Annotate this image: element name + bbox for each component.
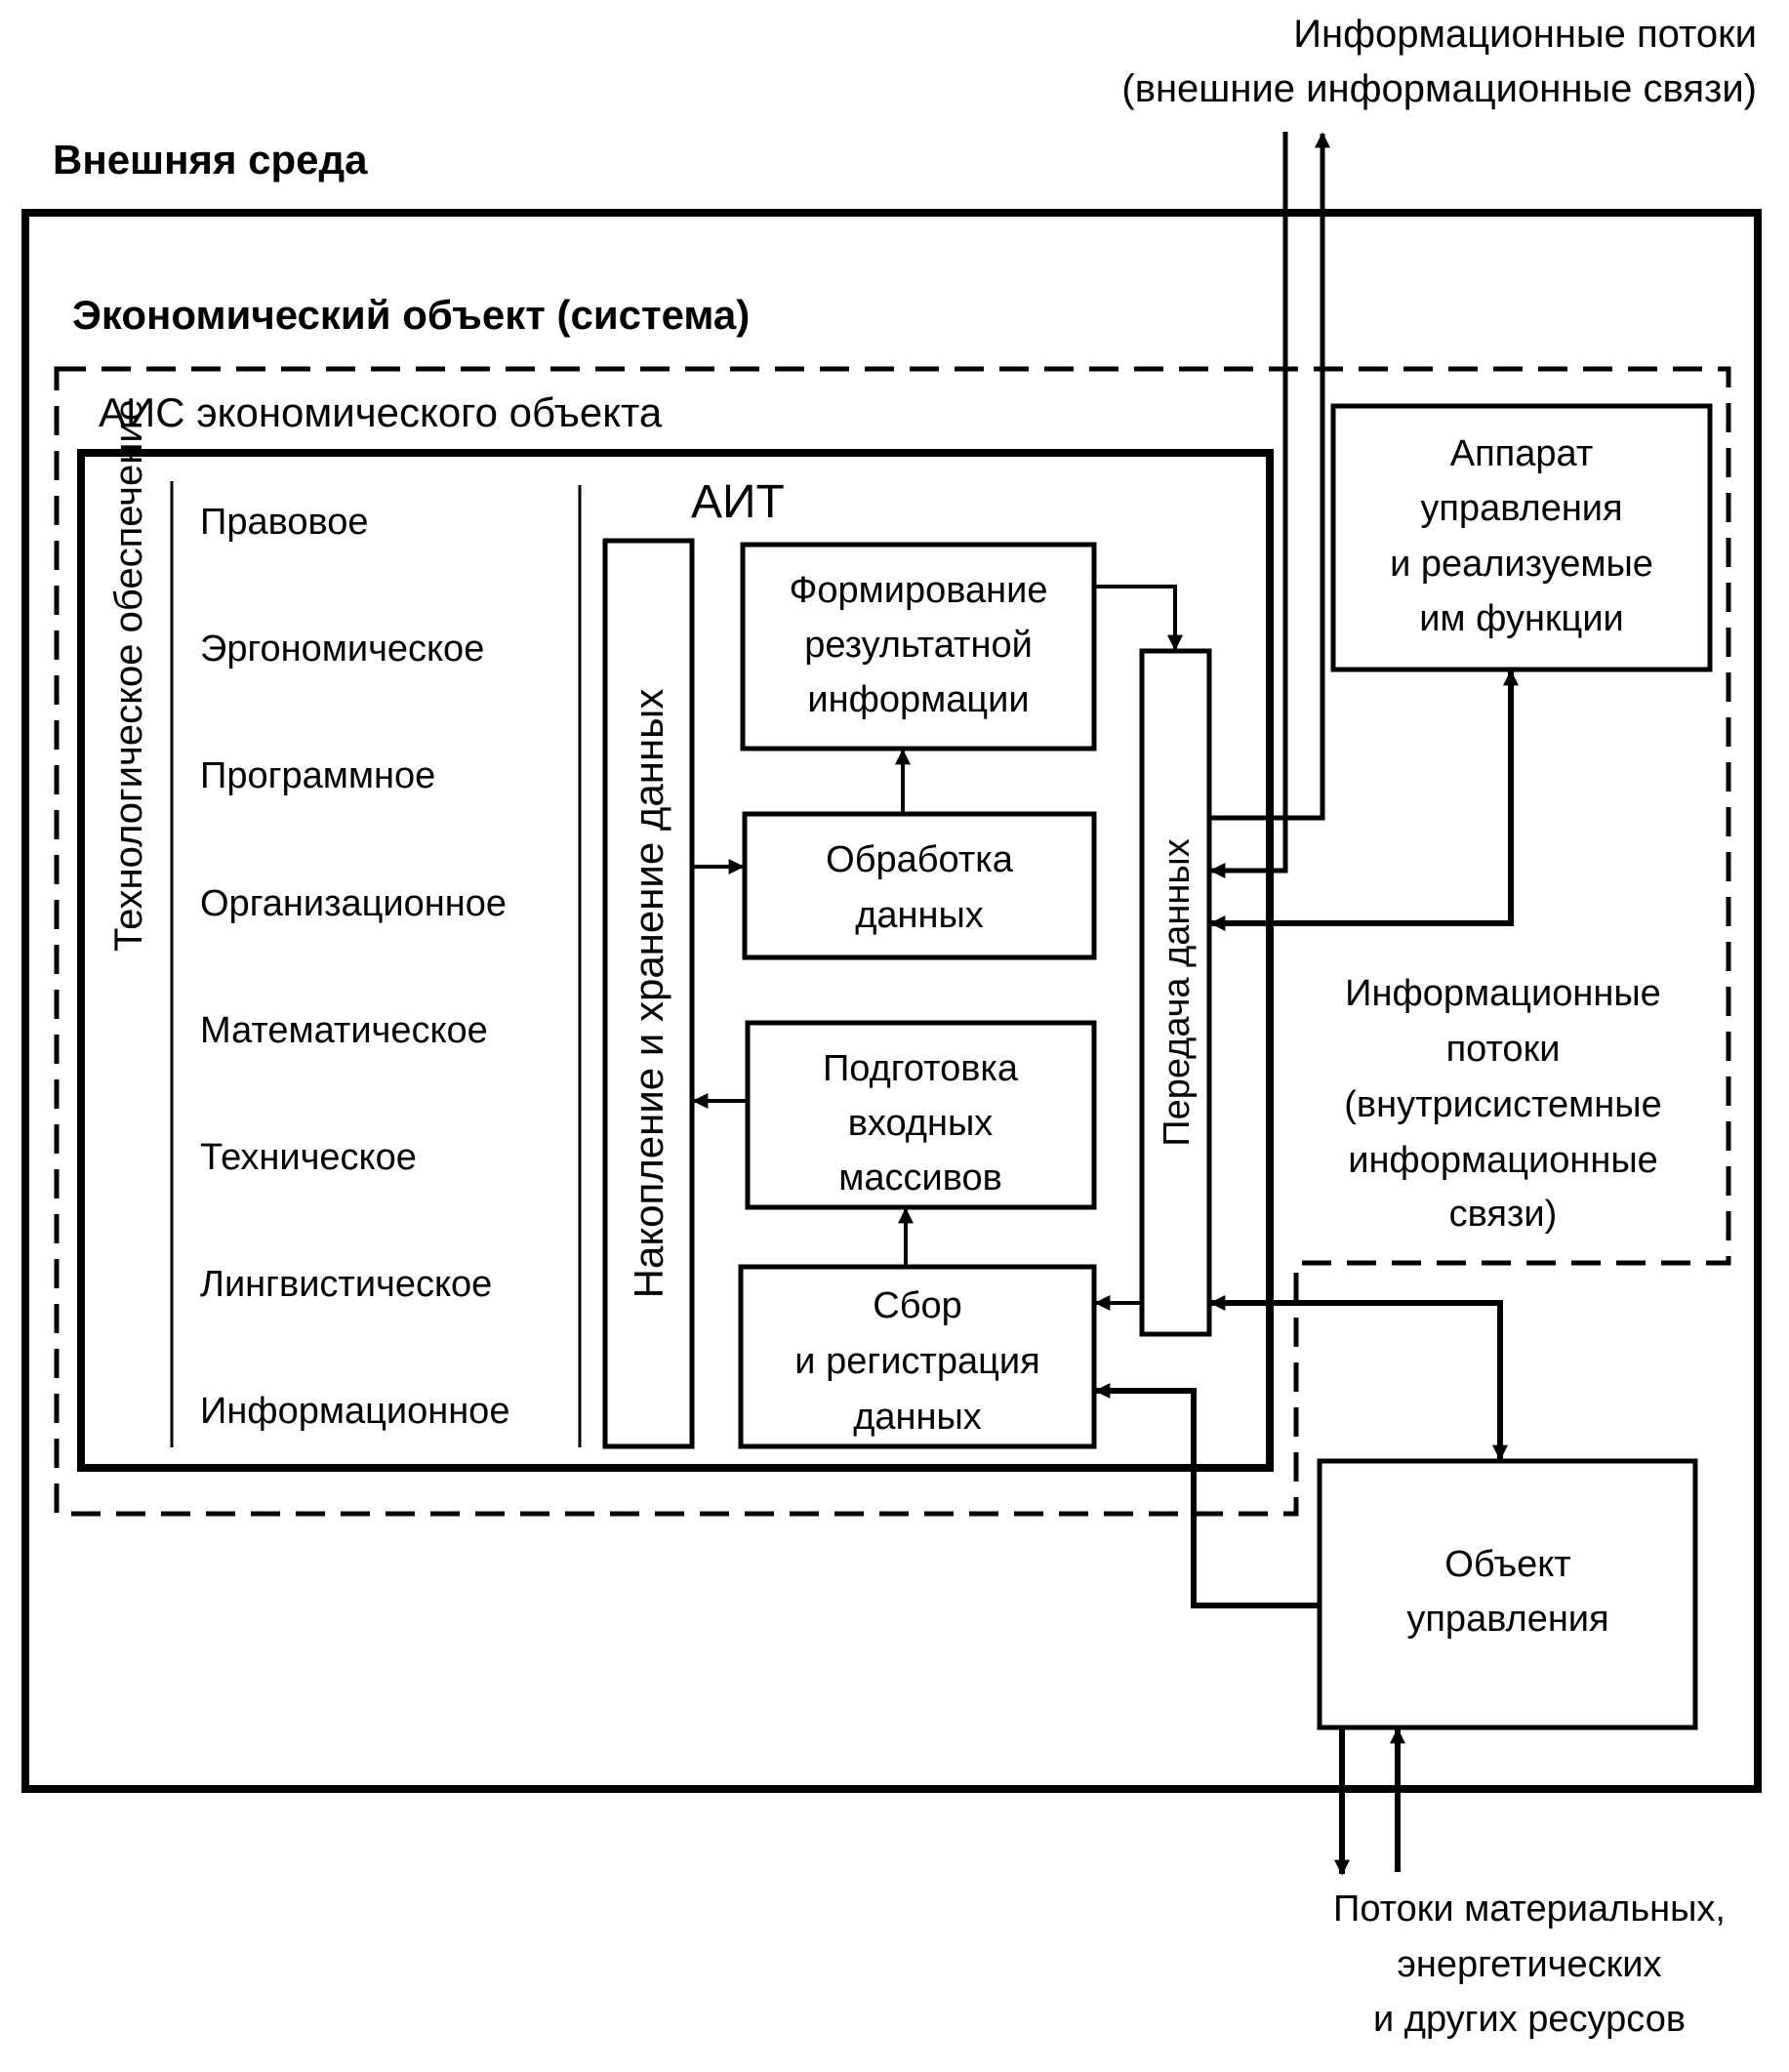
apparatus-label-line4: им функции	[1419, 598, 1624, 639]
arrow-transfer-control-object	[1209, 1295, 1508, 1461]
collection-box	[738, 1264, 1097, 1449]
support-type-item: Информационное	[200, 1391, 509, 1432]
external-flows-label-line1: Информационные потоки	[1293, 13, 1757, 56]
external-environment-label: Внешняя среда	[53, 137, 368, 183]
support-type-item: Организационное	[200, 883, 507, 924]
internal-flows-label-line2: потоки	[1446, 1029, 1561, 1070]
processing-label-line1: Обработка	[826, 839, 1014, 880]
economic-object-label: Экономический объект (система)	[72, 292, 750, 338]
collection-label-line1: Сбор	[873, 1285, 961, 1326]
tech-support-label: Технологическое обеспечение	[107, 399, 150, 952]
arrow-object-to-collection	[1094, 1383, 1320, 1608]
support-types-list: Правовое Эргономическое Программное Орга…	[200, 502, 509, 1432]
support-type-item: Математическое	[200, 1010, 488, 1051]
ait-label: АИТ	[691, 476, 785, 528]
formation-label-line3: информации	[807, 679, 1029, 720]
resource-flows-label-line2: энергетических	[1398, 1944, 1662, 1985]
preparation-box	[745, 1020, 1097, 1210]
apparatus-label-line1: Аппарат	[1450, 433, 1593, 474]
collection-label-line3: данных	[853, 1397, 982, 1438]
arrow-apparatus-transfer	[1209, 670, 1519, 931]
storage-box	[602, 538, 695, 1449]
apparatus-box	[1330, 403, 1713, 672]
ais-label: АИС экономического объекта	[99, 389, 663, 435]
preparation-label-line3: массивов	[838, 1158, 1002, 1199]
support-type-item: Лингвистическое	[200, 1264, 492, 1305]
transfer-box	[1139, 648, 1212, 1337]
internal-flows-label-line5: связи)	[1449, 1194, 1558, 1235]
storage-label: Накопление и хранение данных	[626, 689, 671, 1299]
apparatus-label-line3: и реализуемые	[1390, 544, 1653, 585]
resource-flows-label-line1: Потоки материальных,	[1333, 1889, 1726, 1930]
formation-label-line1: Формирование	[789, 570, 1047, 611]
support-type-item: Эргономическое	[200, 629, 484, 670]
internal-flows-label-line3: (внутрисистемные	[1344, 1084, 1662, 1125]
control-object-label-line1: Объект	[1444, 1544, 1570, 1585]
transfer-label: Передача данных	[1157, 838, 1198, 1146]
preparation-label-line1: Подготовка	[823, 1048, 1019, 1089]
support-type-item: Техническое	[200, 1137, 417, 1178]
internal-flows-label-line1: Информационные	[1345, 973, 1661, 1014]
processing-label-line2: данных	[855, 895, 984, 936]
formation-box	[740, 542, 1097, 752]
collection-label-line2: и регистрация	[794, 1341, 1039, 1382]
external-flows-label-line2: (внешние информационные связи)	[1121, 67, 1757, 110]
preparation-label-line2: входных	[848, 1103, 994, 1144]
formation-label-line2: результатной	[804, 625, 1033, 666]
resource-flows-label-line3: и других ресурсов	[1373, 1999, 1686, 2040]
apparatus-label-line2: управления	[1420, 488, 1622, 529]
control-object-label-line2: управления	[1406, 1599, 1608, 1640]
ais-boundary-dashed	[54, 366, 1731, 1517]
processing-box	[742, 811, 1097, 960]
internal-flows-label-line4: информационные	[1348, 1140, 1658, 1181]
economic-object-box	[21, 209, 1762, 1793]
ait-box	[77, 449, 1274, 1472]
control-object-box	[1317, 1458, 1698, 1730]
connectors	[692, 132, 1519, 1876]
arrow-formation-to-transfer	[1094, 585, 1183, 651]
arrow-external-in	[1209, 132, 1288, 878]
support-type-item: Правовое	[200, 502, 369, 543]
support-type-item: Программное	[200, 755, 435, 796]
